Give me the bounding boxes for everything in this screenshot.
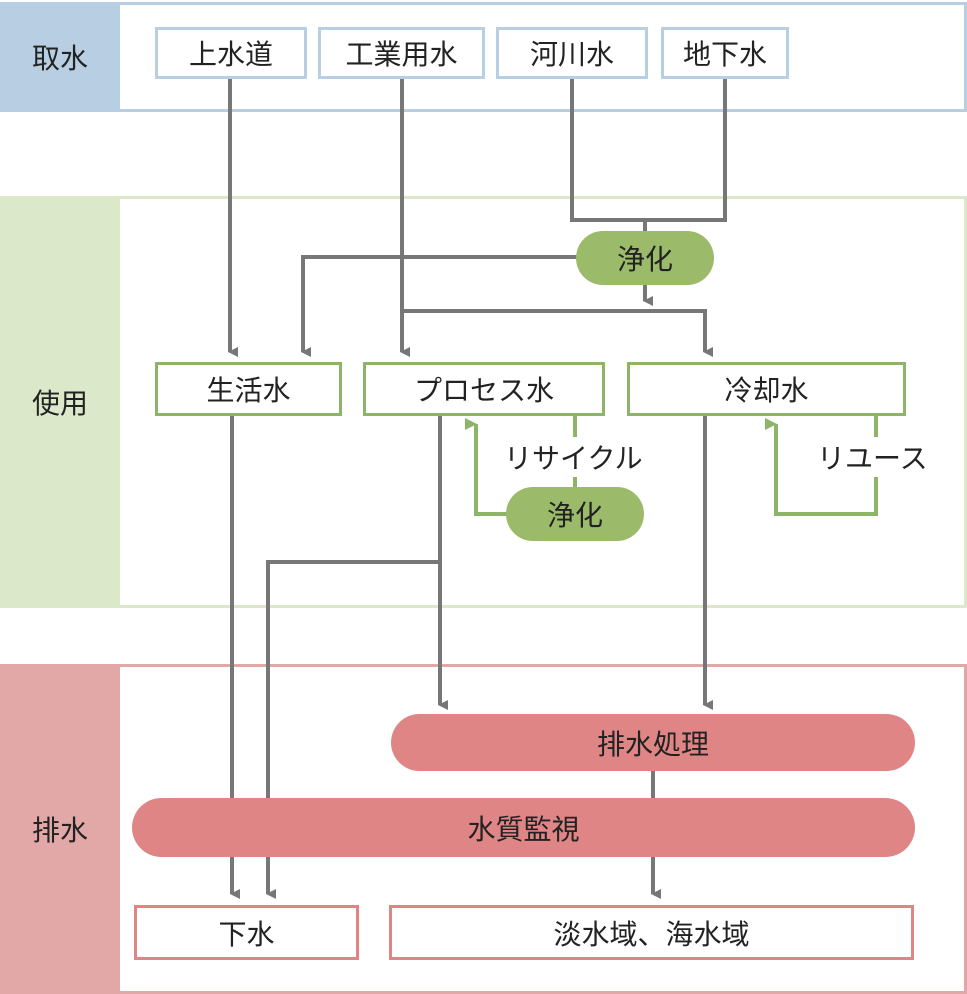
band-label-intake: 取水 — [31, 42, 88, 75]
band-label-use: 使用 — [31, 387, 88, 420]
drain-treatment: 排水処理 — [391, 714, 915, 771]
source-ground-water: 地下水 — [661, 27, 789, 79]
purify-main: 浄化 — [576, 231, 714, 285]
flow-to-cooling — [402, 309, 713, 357]
dest-sewer: 下水 — [134, 905, 359, 960]
source-river-water: 河川水 — [496, 27, 648, 79]
water-quality-monitoring: 水質監視 — [132, 798, 915, 857]
use-domestic-water: 生活水 — [155, 362, 342, 416]
use-cooling-water: 冷却水 — [627, 362, 906, 416]
dest-fresh-sea-waters: 淡水域、海水域 — [389, 905, 914, 960]
note-recycle: リサイクル — [502, 437, 645, 477]
source-industrial-water: 工業用水 — [318, 27, 485, 79]
band-label-drain: 排水 — [31, 814, 88, 847]
flow-purify-to-domestic — [301, 255, 578, 357]
flow-process-to-sewer — [266, 560, 440, 899]
purify-recycle: 浄化 — [506, 487, 644, 541]
flow-river-ground-to-purify — [570, 79, 727, 222]
note-reuse: リユース — [815, 437, 930, 477]
source-tap-water: 上水道 — [155, 27, 307, 79]
use-process-water: プロセス水 — [363, 362, 605, 416]
